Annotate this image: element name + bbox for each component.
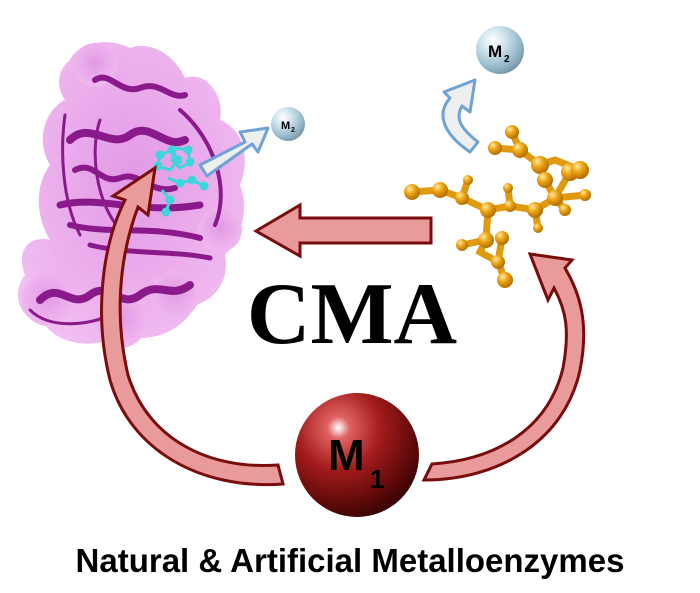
m2-small-subscript: 2 [291, 127, 295, 134]
release-arrow-protein [198, 126, 270, 178]
transfer-arrow [253, 202, 433, 259]
active-site-residues [153, 145, 209, 217]
m2-sphere-small: M 2 [271, 107, 305, 141]
curved-arrow-right [421, 252, 586, 482]
m2-small-symbol: M [281, 120, 290, 132]
curved-arrow-left [100, 164, 285, 487]
m1-subscript: 1 [370, 464, 384, 494]
ligand-molecule [404, 125, 591, 288]
m2-large-subscript: 2 [504, 54, 510, 65]
m1-symbol: M [328, 431, 365, 480]
m1-sphere: M 1 [295, 393, 419, 517]
diagram-title: CMA [247, 266, 457, 363]
m2-large-symbol: M [488, 42, 502, 61]
release-arrow-ligand [441, 78, 480, 154]
m2-sphere-large: M 2 [476, 26, 524, 74]
caption: Natural & Artificial Metalloenzymes [75, 542, 625, 579]
